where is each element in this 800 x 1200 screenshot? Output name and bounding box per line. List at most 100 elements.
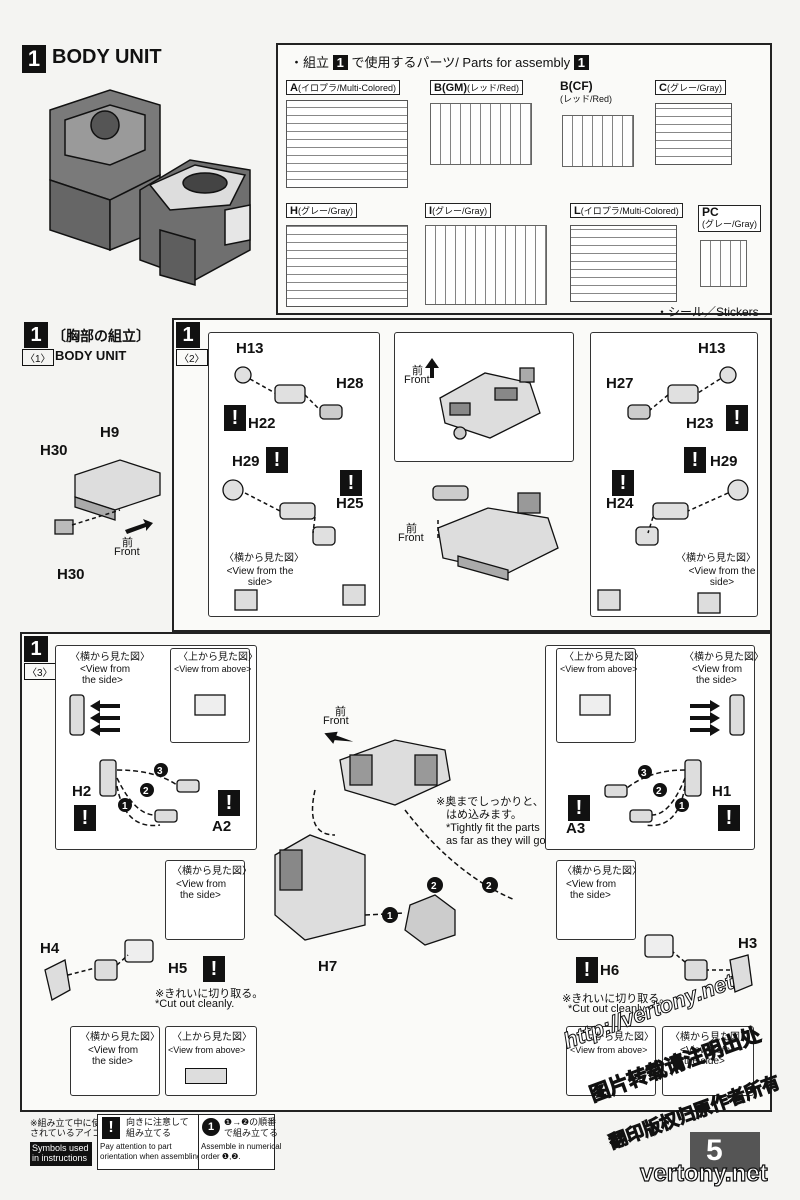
page-number: 5	[706, 1134, 723, 1167]
br-view-side-en1: <View from	[680, 1045, 731, 1056]
main-front-jp: 前	[406, 523, 417, 535]
ul-view-above-jp: 〈上から見た図〉	[178, 652, 258, 663]
runner-a-label: A(イロプラ/Multi-Colored)	[286, 80, 400, 95]
legend-icons-en1: Symbols used	[32, 1143, 89, 1153]
ll-cut-jp: ※きれいに切り取る。	[155, 988, 264, 1000]
svg-text:3: 3	[157, 766, 163, 777]
right-view-side-jp: 〈横から見た図〉	[676, 553, 756, 564]
legend-order-en2: order ❶,❷.	[201, 1152, 241, 1161]
legend-warning-en1: Pay attention to part	[100, 1142, 172, 1151]
part-h27: H27	[606, 375, 634, 392]
svg-text:1: 1	[122, 801, 128, 812]
part-h29-right: H29	[710, 453, 738, 470]
part-h6: H6	[600, 962, 620, 979]
ur-view-side-jp: 〈横から見た図〉	[684, 652, 764, 663]
c-note-en1: *Tightly fit the parts	[446, 822, 540, 834]
legend-icons-en: Symbols used in instructions	[30, 1142, 92, 1166]
ur-view-side-en1: <View from	[692, 664, 743, 675]
legend-icons-en2: in instructions	[32, 1153, 88, 1163]
br-view-above-en: <View from above>	[570, 1045, 648, 1055]
right-view-side-en: <View from the side>	[688, 566, 756, 588]
warning-icon: !	[726, 405, 748, 431]
center-front-en: Front	[404, 374, 430, 386]
legend-order-en1: Assemble in numerical	[201, 1142, 282, 1151]
body-unit-illustration	[49, 89, 251, 286]
ll-view-side-jp: 〈横から見た図〉	[172, 866, 252, 877]
runner-bcf-label: B(CF)(レッド/Red)	[560, 80, 612, 105]
legend-warning-jp: 向きに注意して 組み立てる	[126, 1117, 189, 1139]
step-number-badge: 1	[22, 45, 46, 73]
part-h24: H24	[606, 495, 634, 512]
runner-pc-label: PC(グレー/Gray)	[698, 205, 761, 232]
bl-view-side-en2: the side>	[92, 1056, 133, 1067]
part-h30-bottom: H30	[57, 566, 85, 583]
ur-view-above-en: <View from above>	[560, 664, 638, 674]
parts-heading-badge: 1	[332, 55, 348, 70]
part-h2: H2	[72, 783, 92, 800]
lr-cut-en: *Cut out cleanly.	[568, 1003, 648, 1015]
step1-3-badge: 1	[24, 636, 48, 662]
part-h7: H7	[318, 958, 338, 975]
part-h13-right: H13	[698, 340, 726, 357]
step1-3-lr-drawing	[644, 934, 753, 993]
bl-view-above-box	[165, 1026, 257, 1096]
bl-view-side-en1: <View from	[88, 1045, 139, 1056]
warning-icon: !	[612, 470, 634, 496]
part-a3: A3	[566, 820, 586, 837]
step1-1-assembly-drawing	[54, 459, 161, 535]
legend-icons-jp1: ※組み立て中に使用	[30, 1118, 110, 1128]
legend-warning-jp2: 組み立てる	[126, 1128, 172, 1138]
parts-heading-prefix: ・組立	[290, 55, 333, 70]
br-view-side-box	[662, 1026, 754, 1096]
step1-3-center-drawing: 2 2 1	[274, 731, 516, 946]
part-h30-top: H30	[40, 442, 68, 459]
warning-icon: !	[102, 1117, 120, 1139]
step1-1-substep: 〈1〉	[22, 349, 54, 366]
warning-icon: !	[576, 957, 598, 983]
runner-bgm-image	[430, 103, 532, 165]
legend-order-jp1: ❶→❷の順番	[224, 1117, 277, 1127]
runner-a-image	[286, 100, 408, 188]
br-view-above-jp: 〈上から見た図〉	[574, 1032, 654, 1043]
legend-order-icon: 1	[202, 1118, 220, 1136]
warning-icon: !	[218, 790, 240, 816]
svg-text:1: 1	[387, 911, 393, 922]
legend-icons-title: ※組み立て中に使用 されているアイコン	[30, 1118, 110, 1138]
step1-3-lower-left-detail	[165, 860, 245, 940]
step1-2-left-drawing	[222, 366, 366, 611]
ll-view-side-en2: the side>	[180, 890, 221, 901]
runner-l-image	[570, 225, 677, 302]
step1-3-lower-right-detail	[556, 860, 636, 940]
br-view-side-jp: 〈横から見た図〉	[670, 1032, 750, 1043]
lr-view-side-en1: <View from	[566, 879, 617, 890]
c-note-jp1: ※奥までしっかりと、	[436, 796, 544, 808]
runner-bcf-color: (レッド/Red)	[560, 94, 613, 104]
part-h5: H5	[168, 960, 188, 977]
bl-view-above-en: <View from above>	[168, 1045, 246, 1055]
runner-pc-code: PC	[702, 205, 719, 219]
svg-text:3: 3	[641, 768, 647, 779]
c-front-jp: 前	[335, 706, 346, 718]
part-h3: H3	[738, 935, 758, 952]
runner-c-image	[655, 103, 732, 165]
step1-1-subtitle: BODY UNIT	[55, 348, 127, 363]
ul-view-side-en2: the side>	[82, 675, 123, 686]
step1-1-front-jp: 前	[122, 537, 133, 549]
bl-view-above-jp: 〈上から見た図〉	[172, 1032, 252, 1043]
warning-icon: !	[684, 447, 706, 473]
runner-h-image	[286, 225, 408, 307]
legend-warning-en2: orientation when assembling.	[100, 1152, 204, 1161]
step1-3-ll-drawing	[44, 939, 154, 1001]
ur-view-above-jp: 〈上から見た図〉	[564, 652, 644, 663]
ll-cut-en: *Cut out cleanly.	[155, 998, 235, 1010]
step1-1-title: 〔胸部の組立〕	[52, 328, 150, 344]
legend-icons-jp2: されているアイコン	[30, 1128, 111, 1138]
legend-order-jp: ❶→❷の順番 で組み立てる	[224, 1117, 278, 1139]
legend-warning-jp1: 向きに注意して	[126, 1117, 189, 1127]
c-note-en2: as far as they will go.	[446, 835, 549, 847]
legend-order-jp2: で組み立てる	[224, 1128, 279, 1138]
svg-text:2: 2	[486, 881, 492, 892]
part-h29-left: H29	[232, 453, 260, 470]
ul-view-side-jp: 〈横から見た図〉	[70, 652, 150, 663]
runner-c-label: C(グレー/Gray)	[655, 80, 726, 95]
